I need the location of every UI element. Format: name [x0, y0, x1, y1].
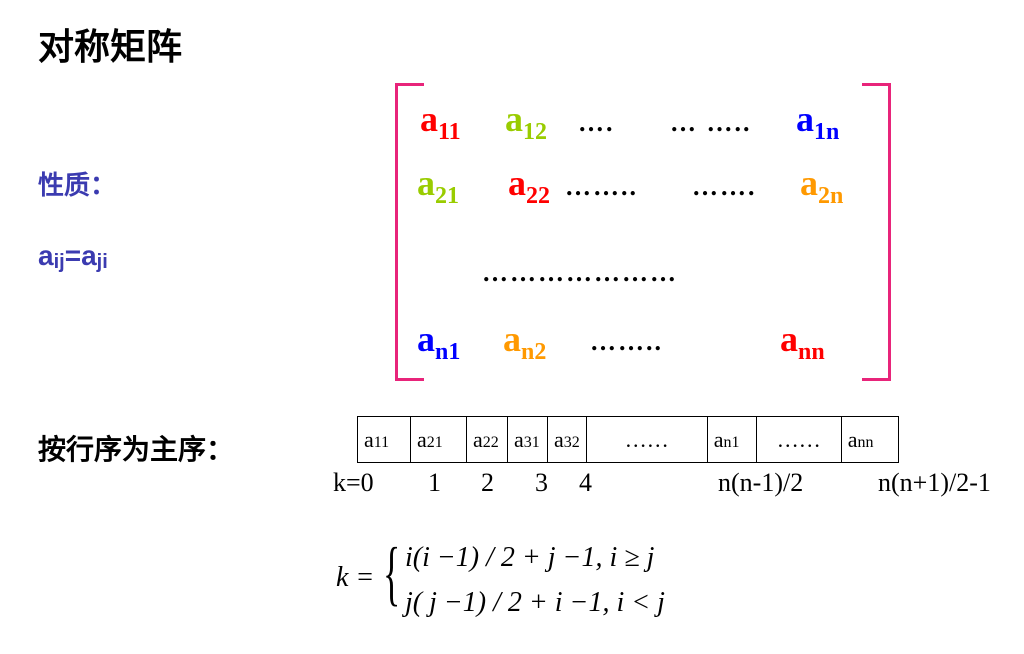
k-label: n(n-1)/2: [718, 468, 804, 497]
page-title: 对称矩阵: [38, 27, 183, 68]
matrix-element: ann: [780, 319, 825, 365]
matrix-ellipsis: ……..: [590, 327, 663, 356]
array-cell: ……: [755, 416, 842, 463]
k-label: 2: [481, 468, 494, 497]
matrix-element: a11: [420, 99, 461, 145]
matrix-element: a2n: [800, 163, 844, 209]
formula-lhs: k =: [336, 562, 375, 593]
matrix-ellipsis: …….: [692, 172, 757, 201]
matrix-element: a1n: [796, 99, 840, 145]
k-label: 4: [579, 468, 592, 497]
matrix-element: a21: [417, 163, 459, 209]
storage-array: a11 a21 a22 a31 a32 …… an1 …… ann: [357, 416, 899, 463]
k-label: k=0: [333, 468, 374, 497]
formula-case-2: j( j −1) / 2 + i −1, i < j: [405, 587, 665, 618]
array-cell: a22: [466, 416, 508, 463]
k-label: n(n+1)/2-1: [878, 468, 991, 497]
matrix-ellipsis: …………………: [482, 258, 678, 287]
array-cell: a21: [410, 416, 467, 463]
matrix-ellipsis: … …..: [670, 108, 752, 137]
matrix-element: a22: [508, 163, 550, 209]
formula-case-1: i(i −1) / 2 + j −1, i ≥ j: [405, 542, 655, 573]
array-cell: a31: [507, 416, 548, 463]
matrix-element: an1: [417, 319, 461, 365]
row-major-label: 按行序为主序：: [38, 433, 235, 466]
symmetry-equation: aij=aji: [38, 240, 108, 273]
k-label: 3: [535, 468, 548, 497]
array-cell: an1: [706, 416, 757, 463]
formula-brace: {: [383, 533, 401, 613]
array-cell: ……: [585, 416, 708, 463]
array-cell: ann: [840, 416, 899, 463]
array-cell: a32: [547, 416, 587, 463]
matrix-element: a12: [505, 99, 547, 145]
matrix-right-bracket: [862, 83, 891, 381]
array-cell: a11: [357, 416, 411, 463]
matrix-ellipsis: ….: [578, 108, 615, 137]
matrix-left-bracket: [395, 83, 424, 381]
matrix-element: an2: [503, 319, 547, 365]
property-label: 性质：: [38, 171, 117, 201]
matrix-ellipsis: ……..: [565, 172, 638, 201]
k-label: 1: [428, 468, 441, 497]
